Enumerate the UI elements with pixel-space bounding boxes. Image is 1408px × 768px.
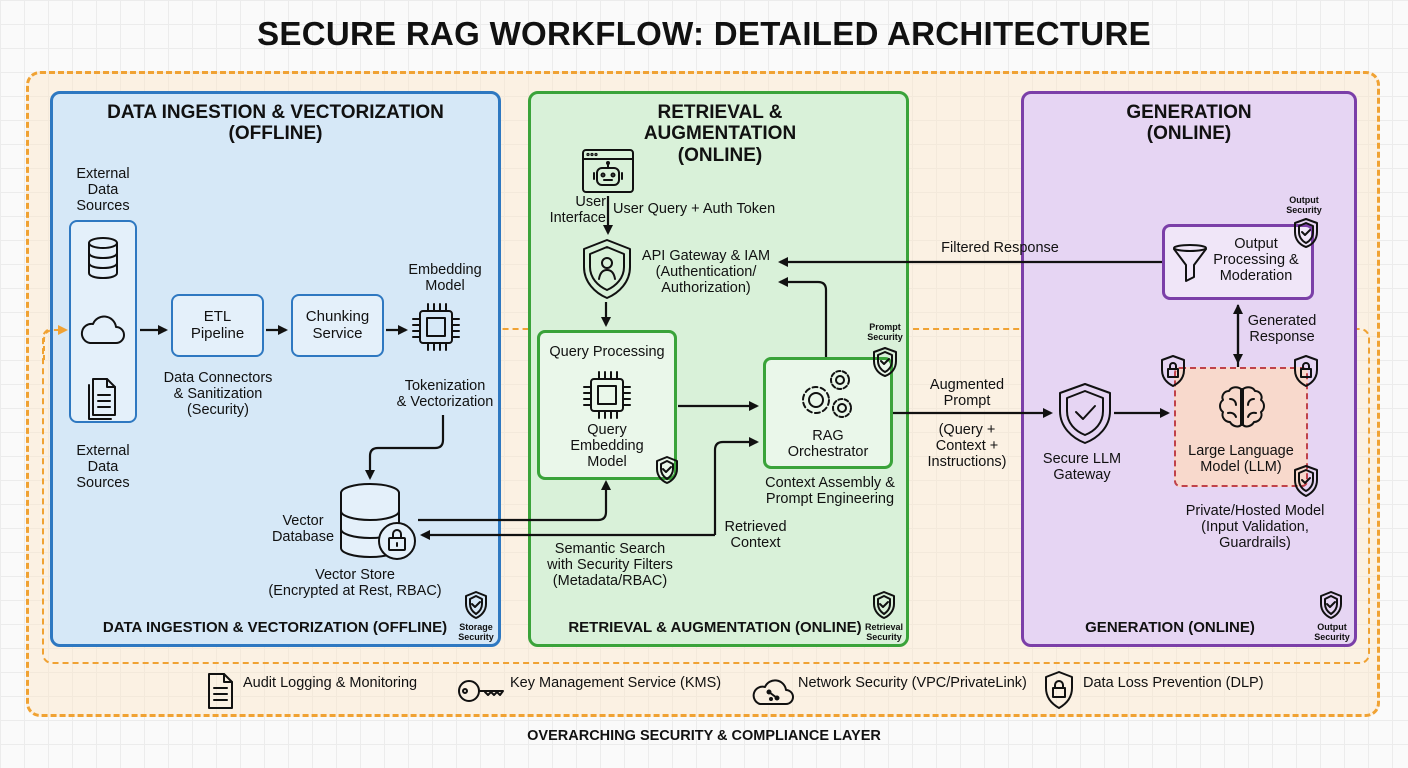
- output-security-label-top: Output Security: [1286, 195, 1322, 216]
- generation-heading: GENERATION (ONLINE): [1126, 102, 1252, 145]
- retrieval-security-badge: Retrieval Security: [864, 622, 904, 643]
- ingestion-heading: DATA INGESTION & VECTORIZATION (OFFLINE): [107, 102, 444, 145]
- prompt-security-shield-icon: [873, 347, 897, 377]
- documents-icon: [88, 378, 116, 420]
- output-security-badge: Output Security: [1314, 622, 1350, 643]
- llm-label: Large Language Model (LLM): [1188, 443, 1294, 476]
- cloud-network-icon: [752, 679, 794, 705]
- secure-gateway-shield-icon[interactable]: [1056, 382, 1114, 444]
- tokenization-label: Tokenization & Vectorization: [396, 378, 494, 411]
- semantic-search-label: Semantic Search with Security Filters (M…: [547, 541, 673, 590]
- gears-icon: [802, 370, 852, 418]
- arrow-orchestrator-to-gateway: [778, 277, 828, 357]
- user-interface-robot-icon[interactable]: [581, 148, 635, 194]
- retrieval-footer: RETRIEVAL & AUGMENTATION (ONLINE): [568, 619, 862, 636]
- external-sources-label-top: External Data Sources: [76, 166, 130, 215]
- filtered-response-label: Filtered Response: [941, 240, 1059, 256]
- retrieved-context-label: Retrieved Context: [724, 519, 787, 552]
- vector-database-label: Vector Database: [271, 513, 335, 546]
- external-sources-label-bottom: External Data Sources: [76, 443, 130, 492]
- output-processing-label: Output Processing & Moderation: [1213, 236, 1299, 285]
- user-query-label: User Query + Auth Token: [613, 201, 776, 217]
- dlp-shield-lock-icon: [1045, 671, 1073, 709]
- shield-lock-icon: [1161, 355, 1185, 387]
- chunking-service-box[interactable]: Chunking Service: [291, 294, 384, 357]
- shield-check-icon: [465, 591, 487, 619]
- chip-icon[interactable]: [411, 302, 461, 352]
- kms-label: Key Management Service (KMS): [510, 675, 722, 691]
- diagram-title: SECURE RAG WORKFLOW: DETAILED ARCHITECTU…: [257, 15, 1151, 52]
- arrow-tokenization-to-vectordb: [365, 415, 445, 480]
- context-assembly-label: Context Assembly & Prompt Engineering: [765, 475, 895, 508]
- vector-database-icon[interactable]: [340, 483, 420, 563]
- shield-check-icon: [873, 591, 895, 619]
- secure-gateway-label: Secure LLM Gateway: [1042, 451, 1122, 484]
- database-icon: [88, 237, 118, 279]
- api-gateway-shield-user-icon[interactable]: [580, 238, 634, 300]
- augmented-prompt-detail: (Query + Context + Instructions): [927, 422, 1007, 471]
- api-gateway-label: API Gateway & IAM (Authentication/ Autho…: [641, 248, 771, 297]
- storage-security-badge: Storage Security: [458, 622, 494, 643]
- query-embedding-label: Query Embedding Model: [570, 422, 644, 471]
- etl-pipeline-box[interactable]: ETL Pipeline: [171, 294, 264, 357]
- dlp-label: Data Loss Prevention (DLP): [1083, 675, 1264, 691]
- output-security-shield-icon: [1294, 218, 1318, 248]
- generated-response-label: Generated Response: [1247, 313, 1317, 346]
- vector-store-label: Vector Store (Encrypted at Rest, RBAC): [268, 567, 442, 600]
- query-processing-label: Query Processing: [549, 344, 665, 360]
- user-interface-label: User Interface: [549, 194, 606, 227]
- audit-document-icon: [208, 673, 233, 709]
- brain-icon: [1219, 386, 1265, 428]
- generation-footer: GENERATION (ONLINE): [1085, 619, 1255, 636]
- network-security-label: Network Security (VPC/PrivateLink): [798, 675, 1027, 691]
- shield-check-icon: [1320, 591, 1342, 619]
- cloud-icon: [80, 315, 125, 344]
- arrow-vectordb-to-query: [418, 480, 611, 522]
- filter-funnel-icon: [1173, 244, 1207, 282]
- arrow-retrieved-to-orchestrator: [713, 437, 759, 535]
- external-data-sources-box[interactable]: [69, 220, 137, 423]
- ingestion-footer: DATA INGESTION & VECTORIZATION (OFFLINE): [102, 619, 448, 636]
- prompt-security-label: Prompt Security: [867, 322, 903, 343]
- embedding-model-label: Embedding Model: [408, 262, 482, 295]
- rag-orchestrator-box[interactable]: [763, 357, 893, 469]
- security-layer-label: OVERARCHING SECURITY & COMPLIANCE LAYER: [527, 728, 881, 744]
- audit-logging-label: Audit Logging & Monitoring: [243, 675, 418, 691]
- security-feedback-arrow: [43, 325, 68, 360]
- lock-icon: [388, 529, 406, 551]
- key-icon: [458, 680, 504, 702]
- query-chip-icon: [583, 371, 631, 419]
- shield-lock-icon: [1294, 355, 1318, 387]
- output-processing-box[interactable]: [1162, 224, 1314, 300]
- etl-note: Data Connectors & Sanitization (Security…: [163, 370, 273, 419]
- shield-check-icon: [1294, 465, 1318, 497]
- shield-check-icon: [656, 456, 678, 484]
- retrieval-heading: RETRIEVAL & AUGMENTATION (ONLINE): [643, 102, 797, 166]
- rag-orchestrator-label: RAG Orchestrator: [787, 428, 869, 461]
- llm-box[interactable]: [1174, 367, 1308, 487]
- llm-note: Private/Hosted Model (Input Validation, …: [1185, 503, 1325, 552]
- augmented-prompt-label: Augmented Prompt: [929, 377, 1005, 410]
